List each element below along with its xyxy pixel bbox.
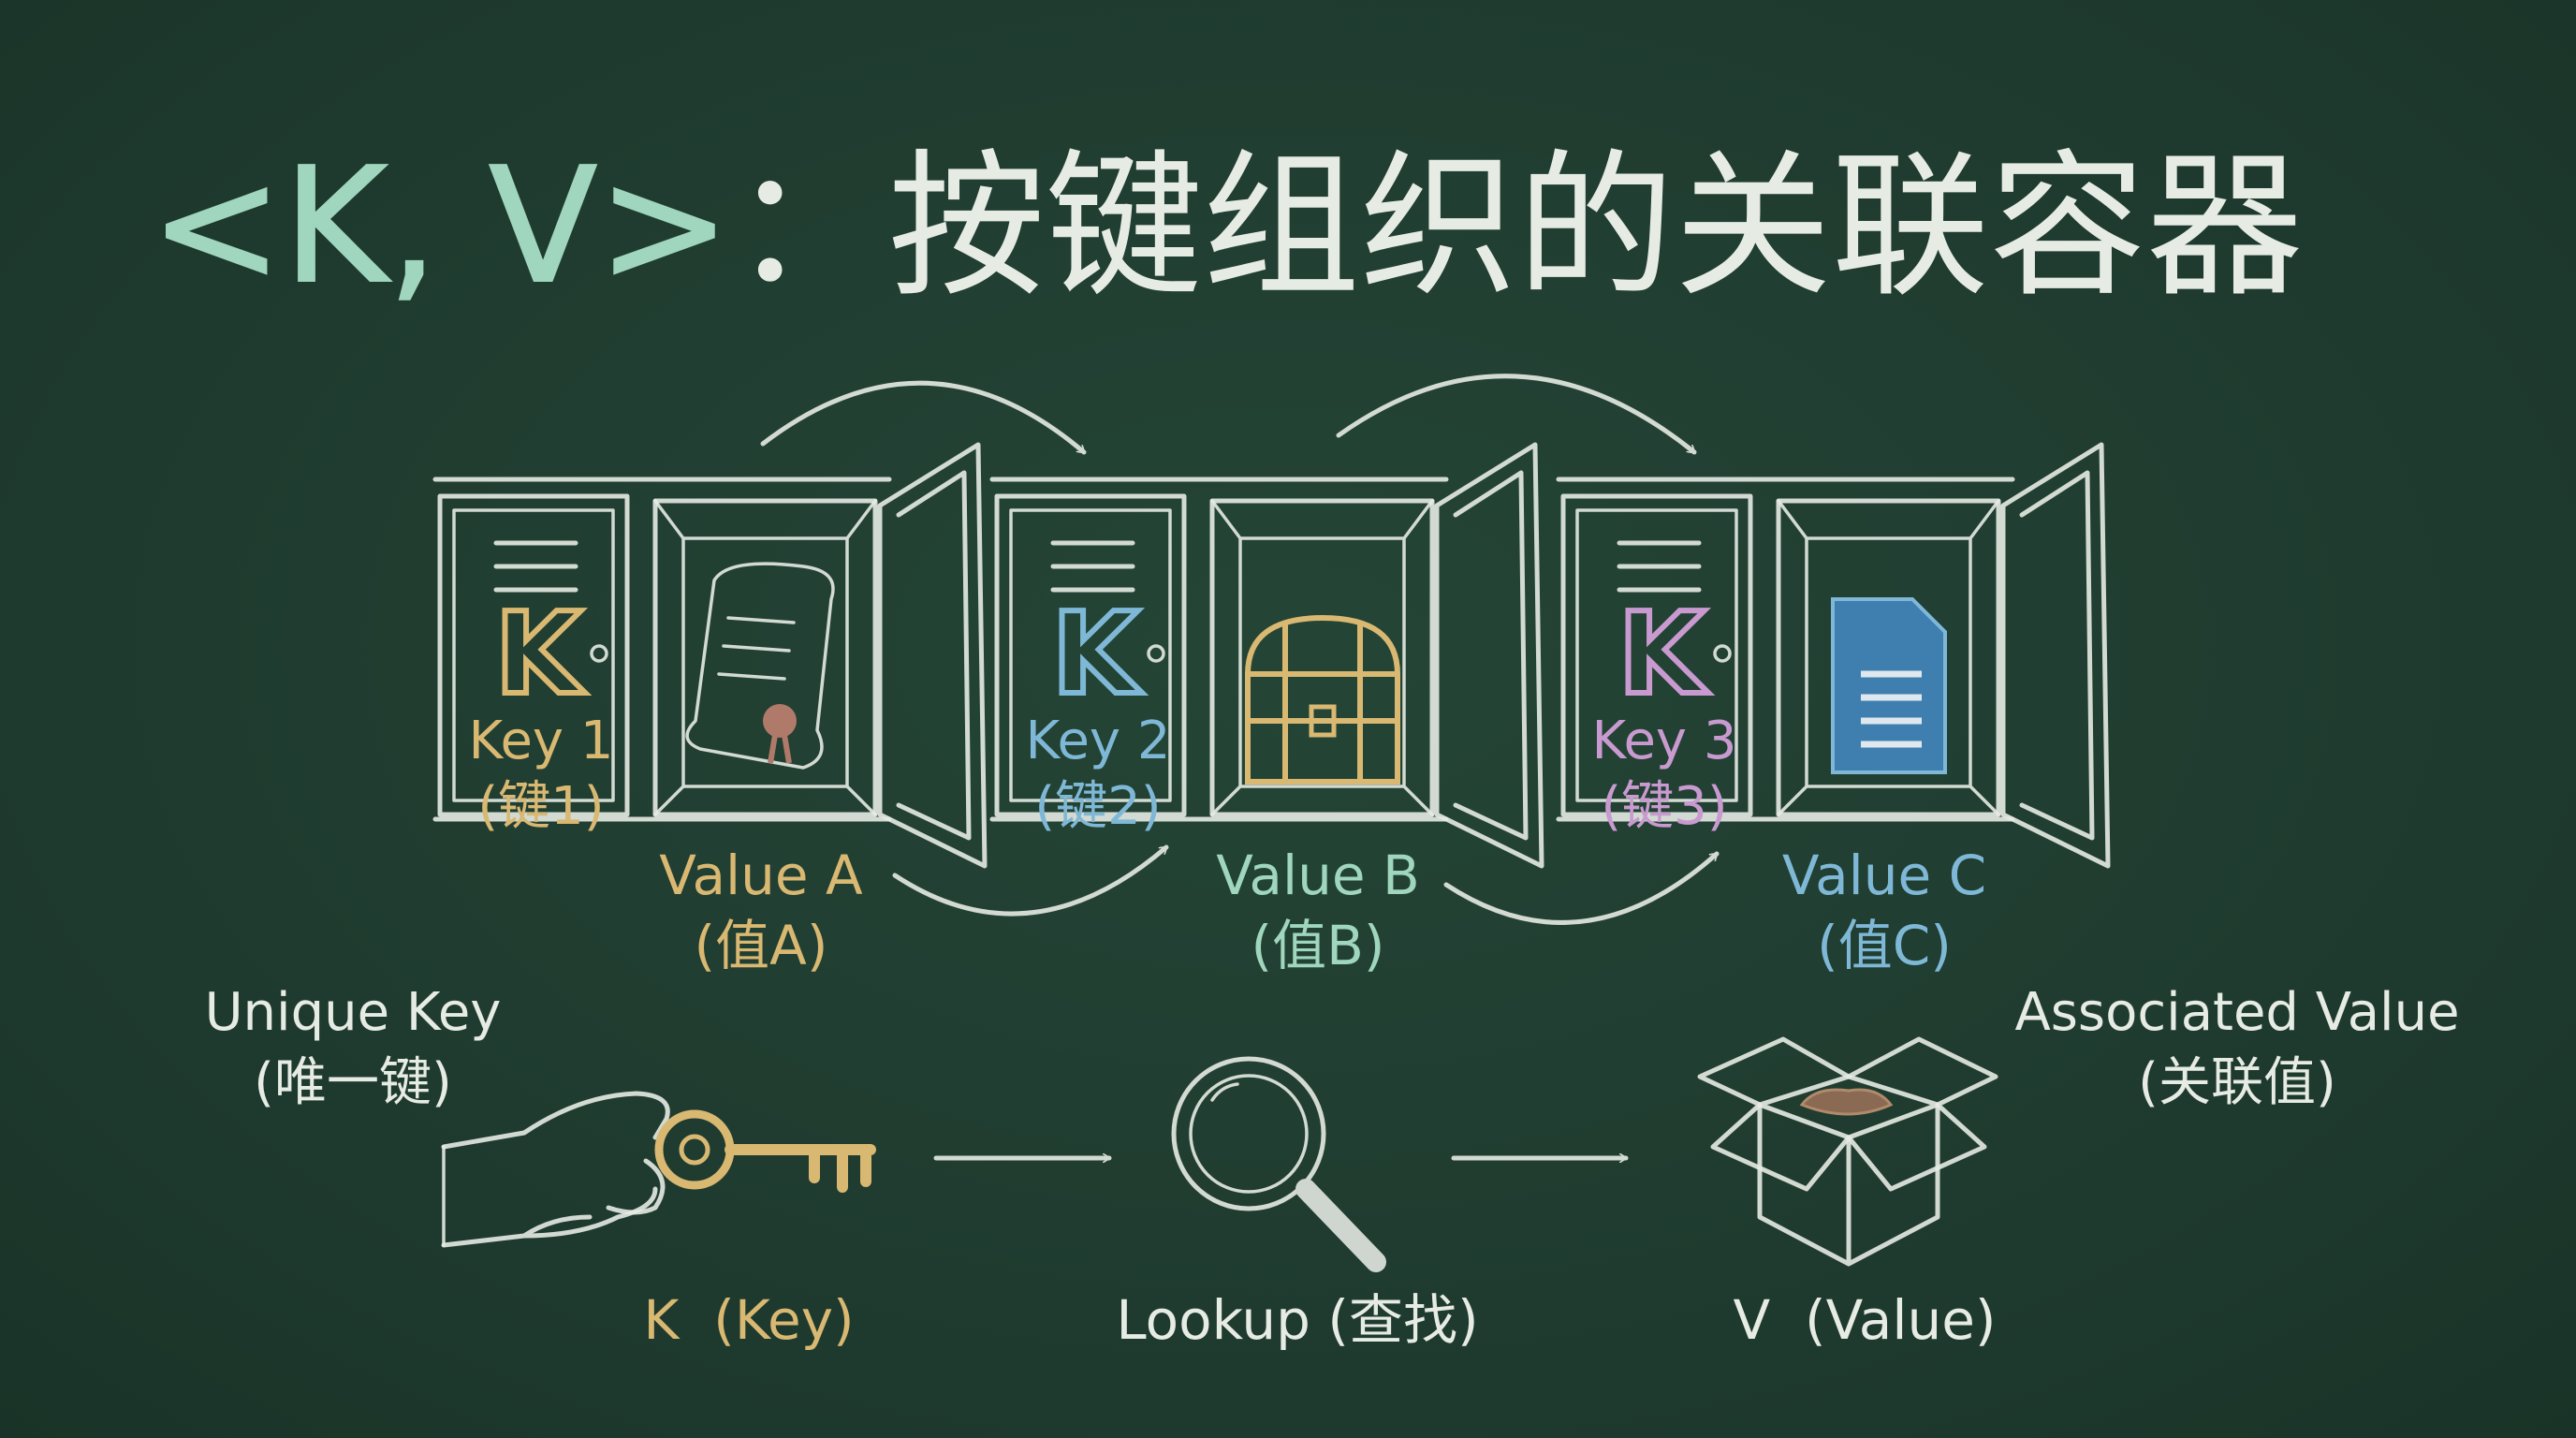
locker-shelf — [432, 477, 892, 822]
treasure-chest-icon — [1244, 614, 1401, 785]
open-locker-door[interactable] — [877, 442, 988, 869]
open-box-icon — [1697, 1036, 1998, 1267]
key-label: Key 2 — [1026, 711, 1171, 771]
key-label: Key 1 — [469, 711, 614, 771]
unique-key-label: Unique Key — [205, 982, 502, 1043]
associated-value-label: Associated Value — [2014, 982, 2459, 1043]
open-locker-door[interactable] — [1434, 442, 1544, 869]
locker-shelf — [1556, 477, 2015, 822]
key-cn-label: (键3) — [1601, 776, 1727, 837]
key-letter: K — [1052, 590, 1143, 720]
lookup-label: Lookup (查找) — [1116, 1288, 1478, 1352]
key-locker-inner — [452, 508, 615, 802]
title-main: 按键组织的关联容器 — [888, 135, 2304, 318]
key-locker-door[interactable] — [994, 493, 1187, 817]
magnifier-icon — [1171, 1056, 1386, 1272]
unique-key-cn-label: (唯一键) — [254, 1052, 452, 1113]
value-cn-label: (值B) — [1251, 914, 1384, 977]
lock-knob-icon — [1147, 644, 1165, 663]
locker-shelf — [989, 477, 1449, 822]
scroll-icon — [685, 562, 835, 770]
compartment-perspective — [653, 499, 877, 816]
lock-knob-icon — [1713, 644, 1732, 663]
vent-icon — [1050, 540, 1135, 593]
hand-holding-key-icon — [441, 1091, 876, 1248]
lock-knob-icon — [590, 644, 608, 663]
vent-icon — [1617, 540, 1702, 593]
key-locker-inner — [1575, 508, 1738, 802]
key-locker-door[interactable] — [1560, 493, 1753, 817]
key-cn-label: (键2) — [1034, 776, 1161, 837]
value-compartment — [1209, 498, 1435, 817]
compartment-perspective — [1777, 499, 2000, 816]
v-value-label: V (Value) — [1733, 1288, 1996, 1352]
key-locker-door[interactable] — [437, 493, 630, 817]
k-key-label: K (Key) — [643, 1288, 854, 1352]
key-cn-label: (键1) — [477, 776, 604, 837]
value-label: Value B — [1216, 844, 1420, 907]
arrow-key1-to-key2 — [760, 380, 1087, 455]
value-cn-label: (值C) — [1817, 914, 1952, 977]
open-locker-door[interactable] — [2000, 442, 2111, 869]
arrow-valueA-to-valueB — [892, 844, 1169, 917]
title-prefix: <K, V> — [150, 134, 731, 319]
value-compartment — [652, 498, 878, 817]
value-compartment — [1776, 498, 2001, 817]
title-colon: ： — [731, 135, 888, 318]
value-label: Value A — [659, 844, 863, 907]
associated-value-cn-label: (关联值) — [2138, 1052, 2336, 1113]
compartment-perspective — [1210, 499, 1434, 816]
arrow-key2-to-key3 — [1336, 374, 1697, 455]
value-cn-label: (值A) — [695, 914, 828, 977]
document-icon — [1831, 597, 1947, 774]
arrow-valueB-to-valueC — [1443, 851, 1720, 925]
title: <K, V>：按键组织的关联容器 — [150, 134, 2304, 319]
vent-icon — [493, 540, 578, 593]
key-locker-inner — [1009, 508, 1172, 802]
key-letter: K — [1618, 590, 1709, 720]
value-label: Value C — [1782, 844, 1986, 907]
key-label: Key 3 — [1592, 711, 1737, 771]
key-letter: K — [495, 590, 586, 720]
